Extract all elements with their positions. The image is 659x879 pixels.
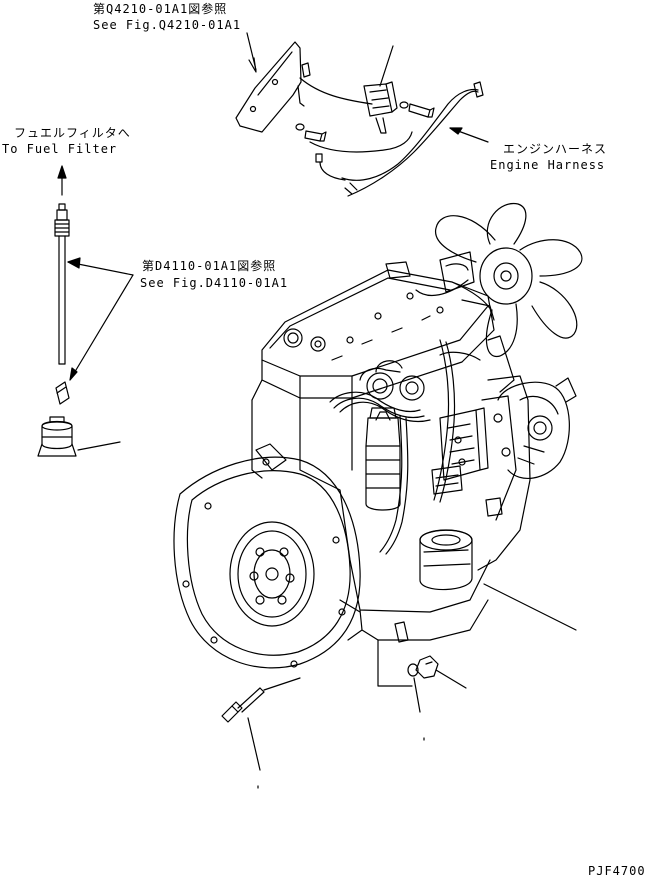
leader-oil-pan (484, 584, 576, 630)
arrowhead-q4210 (249, 58, 256, 72)
harness-en-label: Engine Harness (490, 158, 606, 172)
relay-bracket-assembly (236, 42, 483, 196)
fuel-pipe-assembly (38, 166, 76, 456)
leader-bolt (264, 678, 300, 690)
ref-q4210-jp-label: 第Q4210-01A1図参照 (93, 2, 228, 16)
ref-q4210-en-label: See Fig.Q4210-01A1 (93, 18, 242, 32)
leader-washer (414, 678, 420, 712)
leader-plug (436, 670, 466, 688)
arrowhead-d4110 (68, 258, 80, 268)
leader-bolt-b (248, 718, 260, 770)
ref-d4110-en-label: See Fig.D4110-01A1 (140, 276, 289, 290)
fuel-filter-jp-label: フュエルフィルタへ (14, 126, 131, 140)
drain-plug-parts (222, 656, 438, 722)
fuel-filter-en-label: To Fuel Filter (2, 142, 118, 156)
leader-check-valve (78, 442, 120, 450)
leader-relay (380, 46, 393, 86)
ref-d4110-jp-label: 第D4110-01A1図参照 (142, 259, 277, 273)
leader-d4110-b (70, 275, 133, 380)
arrowhead-harness (450, 128, 462, 134)
arrowhead-d4110-b (70, 368, 77, 380)
engine-block (174, 204, 582, 686)
drawing-code-label: PJF4700 (588, 864, 646, 878)
harness-jp-label: エンジンハーネス (503, 142, 608, 156)
